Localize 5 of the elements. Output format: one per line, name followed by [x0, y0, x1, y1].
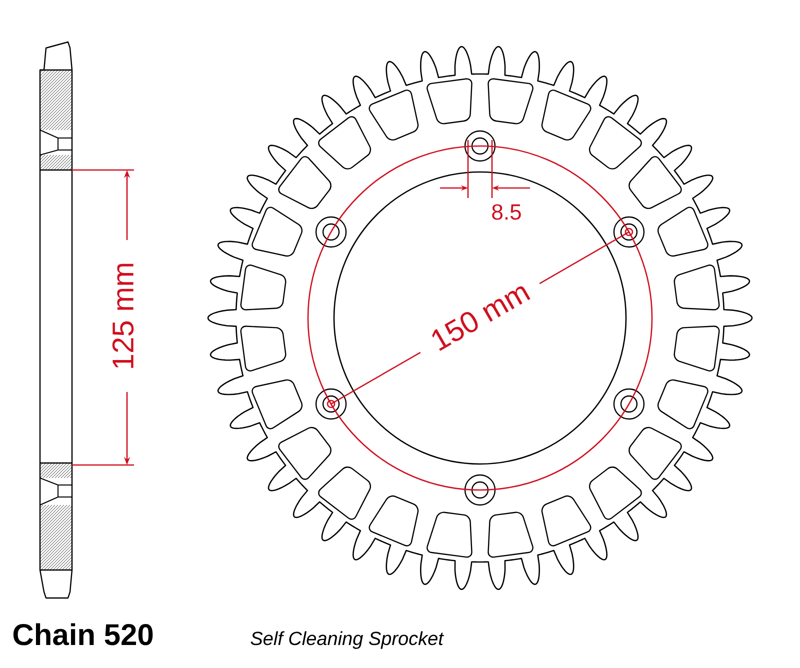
dimension-label: 8.5 — [492, 204, 521, 220]
dimension-label: 125 mm — [112, 264, 134, 368]
chain-size-label: Chain 520 — [13, 623, 153, 646]
caption-text: Self Cleaning Sprocket — [250, 631, 444, 649]
dimension-label: 150 mm — [432, 286, 530, 351]
